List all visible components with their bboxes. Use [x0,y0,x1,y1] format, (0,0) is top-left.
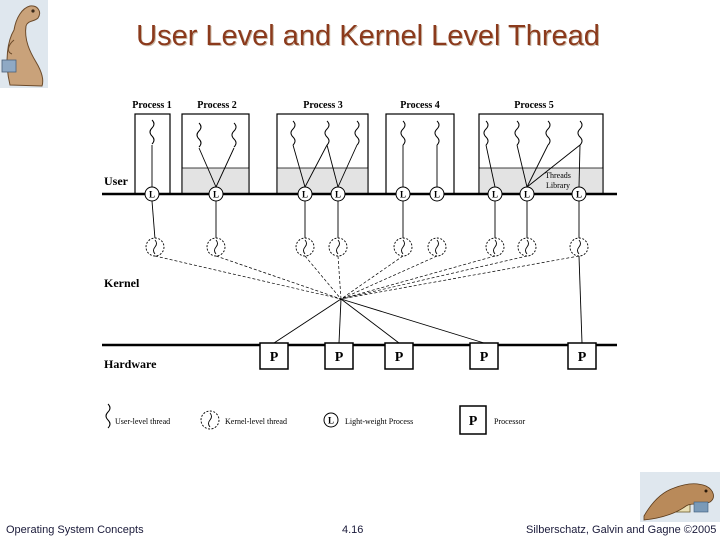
processor-legend-icon [459,405,487,435]
lwp-labels: L L L L L L L L L [149,190,582,200]
lwp-to-kernel-thread-lines [151,200,580,240]
kernel-to-processor-lines [154,255,580,300]
processor-legend-label: P [469,414,478,429]
thread-model-diagram: Process 1 Process 2 Process 3 Process 4 … [86,93,624,440]
slide-title: User Level and Kernel Level Thread [136,20,600,52]
footer-page-number: 4.16 [342,524,364,536]
legend-user-thread: User-level thread [115,417,170,426]
user-thread-squiggles [149,119,583,148]
processor-label: P [480,350,489,365]
process-3-label: Process 3 [303,100,343,111]
kernel-thread-squiggles [153,239,581,255]
legend-lwp: Light-weight Process [345,417,413,426]
processor-label: P [395,350,404,365]
legend-processor: Processor [494,417,525,426]
footer-copyright: Silberschatz, Galvin and Gagne ©2005 [526,524,717,536]
dinosaur-mascot-icon [640,472,720,522]
lwp-label: L [302,190,308,200]
dinosaur-mascot-icon [0,0,48,88]
footer-course-title: Operating System Concepts [6,524,144,536]
hardware-layer-label: Hardware [104,357,157,371]
process-4-label: Process 4 [400,100,440,111]
lwp-legend-label: L [328,416,334,426]
user-thread-to-lwp-lines [151,144,581,188]
processor-label: P [270,350,279,365]
process-1-label: Process 1 [132,100,172,111]
kernel-layer-label: Kernel [104,276,140,290]
process-5-label: Process 5 [514,100,554,111]
user-thread-legend-icon [105,403,111,429]
lwp-legend-icon [323,412,339,428]
user-layer-label: User [104,174,129,188]
lwp-label: L [576,190,582,200]
lwp-label: L [434,190,440,200]
processor-label: P [335,350,344,365]
scheduler-to-processor-lines [273,255,583,344]
legend-kernel-thread: Kernel-level thread [225,417,287,426]
lwp-label: L [524,190,530,200]
lwp-label: L [149,190,155,200]
legend: User-level thread Kernel-level thread L … [105,403,525,435]
processor-boxes [259,342,597,370]
processor-label: P [578,350,587,365]
lwp-label: L [335,190,341,200]
threads-library-label-line1: Threads [545,171,571,180]
lwp-label: L [400,190,406,200]
lwp-label: L [492,190,498,200]
process-2-label: Process 2 [197,100,237,111]
threads-library-label-line2: Library [546,181,570,190]
lwp-label: L [213,190,219,200]
